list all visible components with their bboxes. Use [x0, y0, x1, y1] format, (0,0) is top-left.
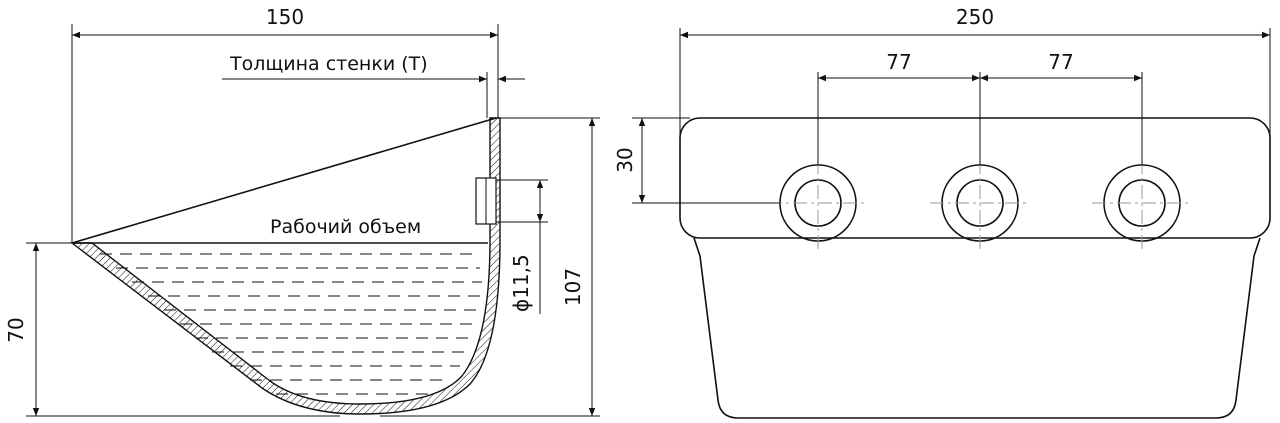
wall-thickness-label: Толщина стенки (Т): [229, 53, 428, 75]
working-volume-label: Рабочий объем: [270, 216, 421, 238]
dim-height-70: 70: [4, 317, 28, 342]
bucket-wall-section: [69, 117, 501, 415]
dim-pitch-left: 77: [886, 50, 911, 74]
dim-height-107: 107: [561, 268, 585, 306]
working-volume-fill: [100, 253, 482, 395]
dim-width-250: 250: [956, 5, 994, 29]
bucket-body: [693, 237, 1261, 419]
dim-hole-diameter: ϕ11,5: [509, 254, 533, 312]
front-view: 77 77 250 30: [613, 5, 1271, 419]
side-view: 150 Толщина стенки (Т) Рабочий объем ϕ11…: [4, 5, 600, 417]
dim-width-150: 150: [266, 5, 304, 29]
dim-hole-offset-30: 30: [613, 147, 637, 172]
bucket-back-plate: [679, 117, 1271, 239]
dim-pitch-right: 77: [1048, 50, 1073, 74]
